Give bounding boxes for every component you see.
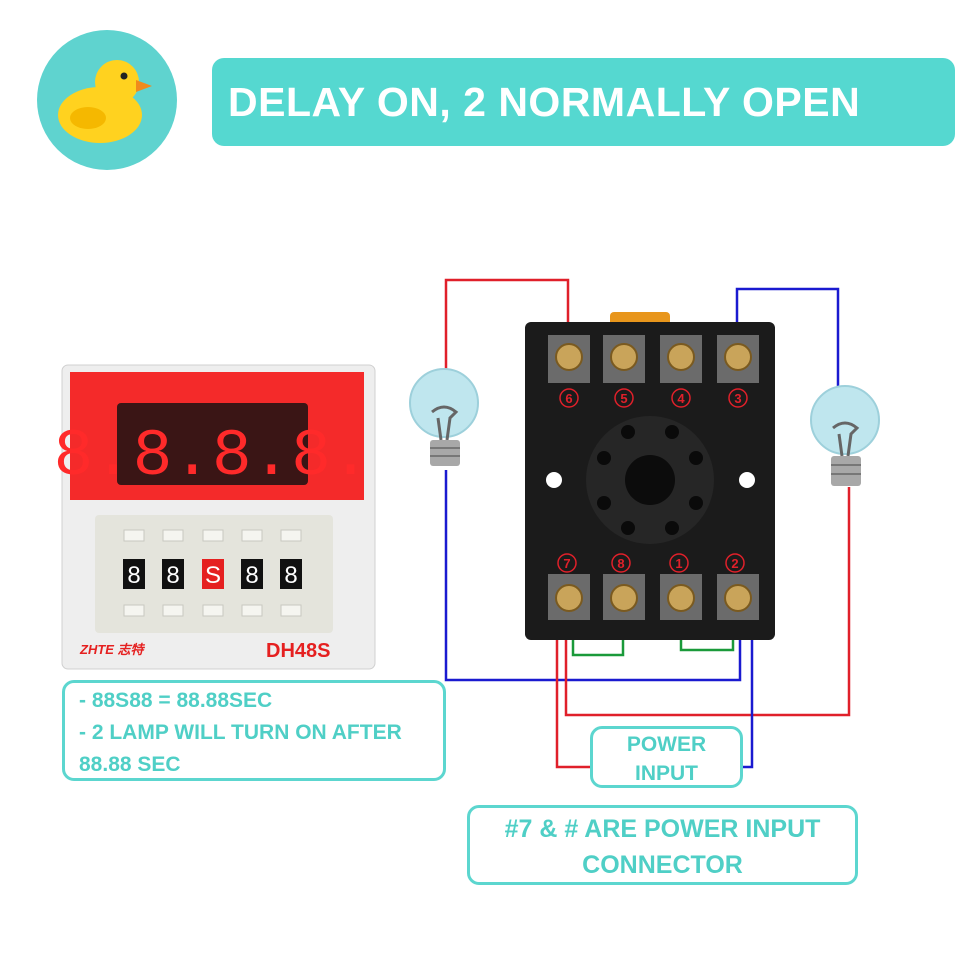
connector-info-box: #7 & # ARE POWER INPUT CONNECTOR — [467, 805, 858, 885]
dial-1[interactable]: 8 — [127, 562, 140, 589]
terminal-screws — [548, 335, 759, 620]
dial-4[interactable]: 8 — [284, 562, 297, 589]
terminal-3-label: 3 — [734, 391, 741, 406]
power-label-line-1: POWER — [626, 733, 707, 756]
title-banner: DELAY ON, 2 NORMALLY OPEN — [212, 58, 955, 146]
lamp-right-icon — [810, 385, 880, 486]
wire-blue-power — [743, 620, 754, 769]
duck-logo — [37, 30, 177, 170]
note-line-1: - 88S88 = 88.88SEC — [79, 689, 273, 712]
timer-model: DH48S — [266, 640, 330, 662]
terminal-7-label: 7 — [563, 556, 570, 571]
timer-note-box: - 88S88 = 88.88SEC - 2 LAMP WILL TURN ON… — [62, 680, 446, 781]
note-line-3: 88.88 SEC — [79, 753, 181, 776]
dial-3[interactable]: 8 — [245, 562, 258, 589]
wire-red-lamp2 — [564, 487, 851, 717]
wire-blue-lamp1 — [444, 470, 742, 682]
power-label-line-2: INPUT — [635, 762, 698, 785]
wire-red-lamp1 — [444, 278, 570, 378]
timer-device: 8.8.8.8. 8 8 S 8 8 ZHTE 志特 DH48S — [54, 364, 376, 670]
terminal-1-label: 1 — [675, 556, 682, 571]
info-line-2: CONNECTOR — [582, 851, 743, 879]
wire-blue-lamp2 — [735, 287, 840, 395]
terminal-2-label: 2 — [731, 556, 738, 571]
relay-socket: 6 5 4 3 7 8 1 2 — [525, 312, 775, 640]
timer-display: 8.8.8.8. — [54, 419, 371, 494]
wire-red-power — [555, 620, 590, 769]
note-line-2: - 2 LAMP WILL TURN ON AFTER — [79, 721, 402, 744]
terminal-5-label: 5 — [620, 391, 627, 406]
terminal-4-label: 4 — [677, 391, 685, 406]
dial-2[interactable]: 8 — [166, 562, 179, 589]
power-input-label: POWER INPUT — [590, 726, 743, 788]
page-title: DELAY ON, 2 NORMALLY OPEN — [228, 78, 861, 125]
info-line-1: #7 & # ARE POWER INPUT — [504, 815, 821, 843]
terminal-8-label: 8 — [617, 556, 624, 571]
lamp-left-icon — [409, 368, 479, 466]
terminal-6-label: 6 — [565, 391, 572, 406]
timer-brand: ZHTE 志特 — [79, 642, 146, 657]
dial-unit[interactable]: S — [205, 562, 221, 589]
